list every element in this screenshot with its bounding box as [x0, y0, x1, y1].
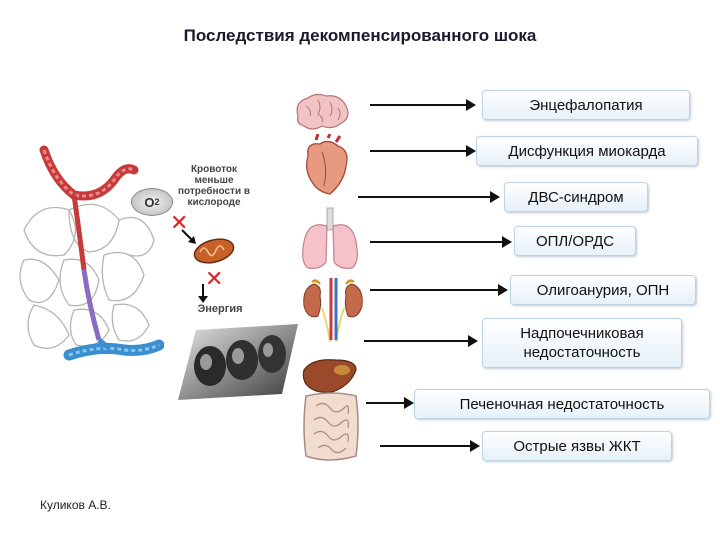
down-arrow-icon-2: [198, 284, 208, 303]
liver-icon: [302, 359, 357, 393]
consequence-box-renal-failure: Олигоанурия, ОПН: [510, 275, 696, 305]
consequence-box-adrenal-insufficiency: Надпочечниковая недостаточность: [482, 318, 682, 368]
energy-label: Энергия: [197, 303, 243, 315]
kidneys-icon: [303, 278, 363, 343]
down-arrow-icon-1: [181, 229, 196, 244]
cell-micrograph-image: [178, 324, 298, 400]
capillary-network-illustration: [19, 145, 164, 361]
consequence-box-dic: ДВС-синдром: [504, 182, 648, 212]
consequence-box-gi-ulcers: Острые язвы ЖКТ: [482, 431, 672, 461]
o2-label: O: [144, 194, 155, 210]
consequence-box-hepatic-failure: Печеночная недостаточность: [414, 389, 710, 419]
cross-icon-energy: ✕: [205, 266, 224, 291]
bloodflow-label: Кровоток меньше потребности в кислороде: [177, 164, 251, 208]
o2-subscript: 2: [154, 197, 160, 207]
lungs-icon: [302, 207, 358, 269]
arrow-adrenal: [364, 334, 478, 348]
consequence-box-encephalopathy: Энцефалопатия: [482, 90, 690, 120]
arrow-dic: [358, 190, 500, 204]
author-label: Куликов А.В.: [40, 498, 111, 512]
brain-icon: [296, 93, 349, 130]
arrow-gi: [380, 439, 480, 453]
arrow-encephalopathy: [370, 98, 476, 112]
arrow-myocardial: [370, 144, 476, 158]
mitochondrion-icon: [193, 238, 235, 264]
consequence-box-myocardial-dysfunction: Дисфункция миокарда: [476, 136, 698, 166]
intestines-icon: [303, 392, 359, 461]
arrow-renal: [370, 283, 508, 297]
consequence-box-ards: ОПЛ/ОРДС: [514, 226, 636, 256]
cross-icon-oxygen: ✕: [170, 210, 189, 235]
heart-icon: [306, 134, 348, 195]
arrow-liver: [366, 396, 414, 410]
page-title: Последствия декомпенсированного шока: [183, 26, 537, 45]
arrow-ards: [370, 235, 512, 249]
